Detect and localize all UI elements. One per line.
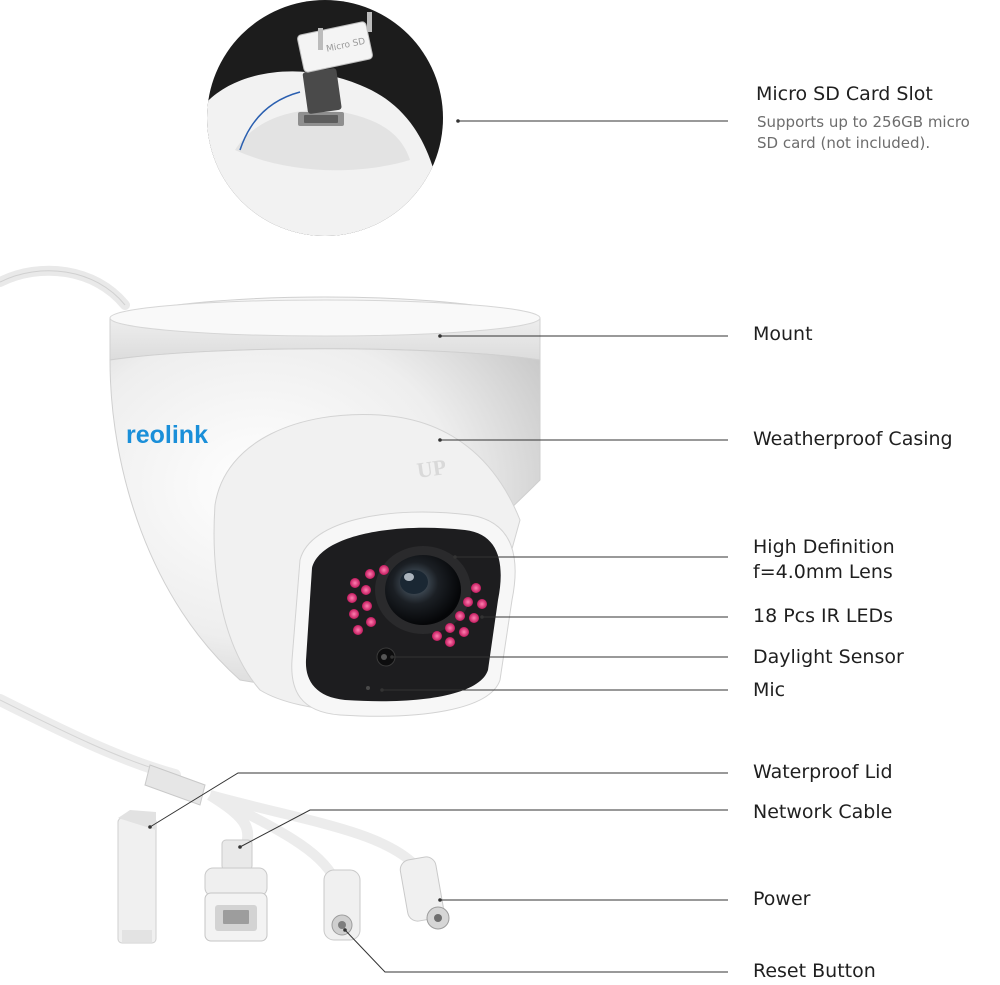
label-mic: Mic: [753, 679, 786, 701]
label-weatherproof-casing: Weatherproof Casing: [753, 428, 953, 450]
label-mount: Mount: [753, 323, 813, 345]
ir-led: [445, 637, 455, 647]
label-daylight-sensor: Daylight Sensor: [753, 646, 904, 668]
ir-led: [459, 627, 469, 637]
label-network-cable: Network Cable: [753, 801, 893, 823]
desc-micro-sd-line1: Supports up to 256GB micro: [757, 113, 970, 131]
label-power: Power: [753, 888, 811, 910]
mic-hole: [366, 686, 370, 690]
label-micro-sd-slot: Micro SD Card Slot: [756, 83, 933, 105]
ir-led: [469, 613, 479, 623]
label-reset-button: Reset Button: [753, 960, 876, 982]
power-connector: [399, 856, 450, 930]
label-ir-leds: 18 Pcs IR LEDs: [753, 605, 894, 627]
ir-led: [477, 599, 487, 609]
ir-led: [362, 601, 372, 611]
reolink-logo: reolink: [126, 421, 208, 449]
lens: [375, 546, 471, 634]
sd-slot-inset: Micro SD: [207, 0, 443, 236]
ir-led: [463, 597, 473, 607]
ir-leds: [347, 565, 487, 647]
label-lens-line1: High Definition: [753, 536, 895, 558]
ir-led: [432, 631, 442, 641]
label-lens-line2: f=4.0mm Lens: [753, 561, 893, 583]
ir-led: [361, 585, 371, 595]
ir-led: [445, 623, 455, 633]
ir-led: [379, 565, 389, 575]
ir-led: [353, 625, 363, 635]
waterproof-lid: [117, 810, 157, 944]
network-connector: [204, 839, 268, 942]
label-waterproof-lid: Waterproof Lid: [753, 761, 893, 783]
ir-led: [350, 578, 360, 588]
ir-led: [365, 569, 375, 579]
ir-led: [471, 583, 481, 593]
ir-led: [455, 611, 465, 621]
mount: [109, 296, 541, 361]
ir-led: [349, 609, 359, 619]
up-mark: UP: [415, 454, 448, 483]
reset-connector: [323, 869, 361, 941]
ir-led: [347, 593, 357, 603]
ir-led: [366, 617, 376, 627]
leader-lines: [149, 120, 728, 973]
desc-micro-sd-line2: SD card (not included).: [757, 134, 931, 152]
pigtail-cables: [0, 694, 419, 883]
